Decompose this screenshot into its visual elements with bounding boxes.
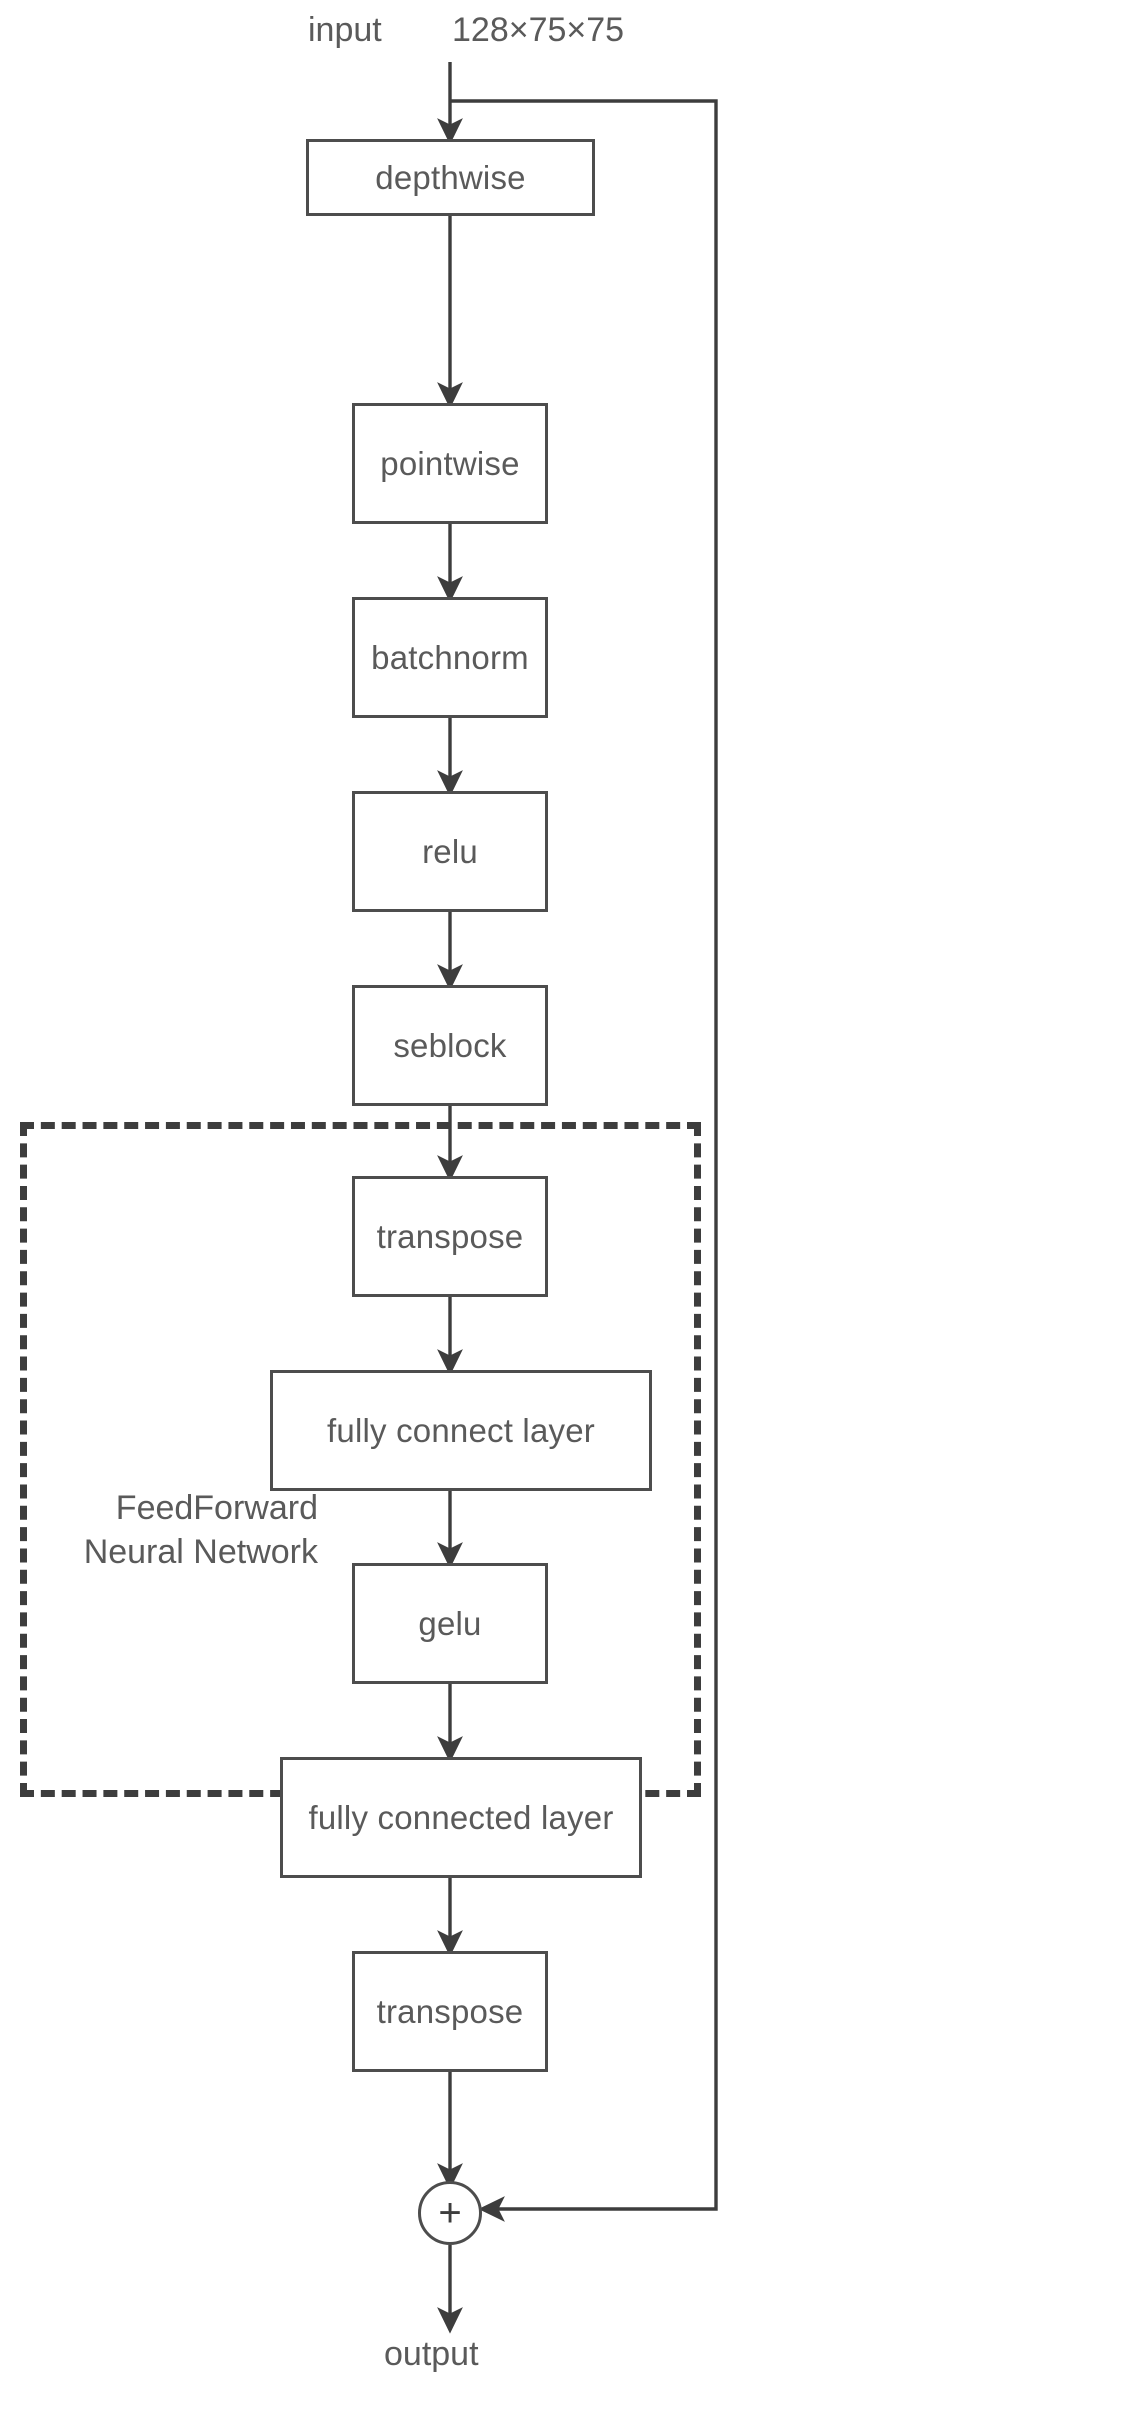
output-label: output: [384, 2335, 479, 2373]
node-pointwise-label: pointwise: [380, 444, 520, 482]
node-relu[interactable]: relu: [352, 791, 548, 912]
input-label: input: [308, 11, 382, 49]
node-gelu[interactable]: gelu: [352, 1563, 548, 1684]
node-transpose-2[interactable]: transpose: [352, 1951, 548, 2072]
node-gelu-label: gelu: [418, 1604, 482, 1642]
node-transpose-1-label: transpose: [376, 1217, 524, 1255]
input-shape-label: 128×75×75: [452, 11, 625, 49]
plus-icon: +: [438, 2191, 462, 2235]
node-fully-connect-layer-label: fully connect layer: [327, 1411, 595, 1449]
feedforward-group-label: FeedForward Neural Network: [68, 1487, 318, 1574]
node-transpose-2-label: transpose: [376, 1992, 524, 2030]
node-depthwise[interactable]: depthwise: [306, 139, 595, 216]
node-batchnorm-label: batchnorm: [371, 638, 529, 676]
node-seblock-label: seblock: [393, 1026, 507, 1064]
node-batchnorm[interactable]: batchnorm: [352, 597, 548, 718]
node-seblock[interactable]: seblock: [352, 985, 548, 1106]
node-pointwise[interactable]: pointwise: [352, 403, 548, 524]
node-relu-label: relu: [422, 832, 478, 870]
node-depthwise-label: depthwise: [375, 158, 526, 196]
residual-add-operator[interactable]: +: [418, 2181, 482, 2245]
node-transpose-1[interactable]: transpose: [352, 1176, 548, 1297]
node-fully-connected-layer-label: fully connected layer: [308, 1798, 614, 1836]
feedforward-group-label-line2: Neural Network: [83, 1532, 318, 1571]
feedforward-group-label-line1: FeedForward: [115, 1489, 318, 1527]
node-fully-connect-layer[interactable]: fully connect layer: [270, 1370, 652, 1491]
node-fully-connected-layer[interactable]: fully connected layer: [280, 1757, 642, 1878]
